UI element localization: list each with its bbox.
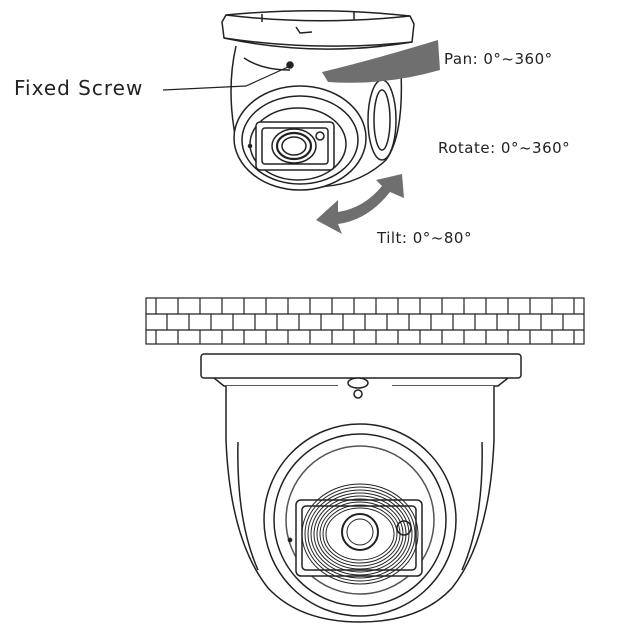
pan-arc <box>322 40 440 83</box>
lens-ring <box>325 507 395 561</box>
fixed-screw <box>286 61 294 69</box>
mounted-lens-details <box>287 513 412 551</box>
pan-label: Pan: 0°~360° <box>444 50 553 68</box>
fixed-screw-leader <box>162 66 289 91</box>
lens-ring <box>322 504 398 564</box>
tilt-arrow <box>316 174 404 234</box>
lens-ring <box>307 489 413 579</box>
lens-ring <box>310 492 410 576</box>
mounted-camera <box>200 353 522 623</box>
lens-window <box>255 121 335 171</box>
tilt-label: Tilt: 0°~80° <box>377 229 472 247</box>
mounted-base-ring <box>200 353 522 379</box>
ceiling-brick-joints <box>155 298 575 344</box>
fixed-screw-label: Fixed Screw <box>14 76 144 100</box>
tilted-camera <box>221 10 415 191</box>
lens-ring <box>316 498 404 570</box>
lens-ring <box>304 486 416 582</box>
rotate-label: Rotate: 0°~360° <box>438 139 571 157</box>
lens-ring <box>301 483 419 585</box>
camera-base-plate <box>221 10 415 50</box>
side-knob <box>367 79 397 161</box>
mounted-fixed-screw <box>353 389 363 399</box>
